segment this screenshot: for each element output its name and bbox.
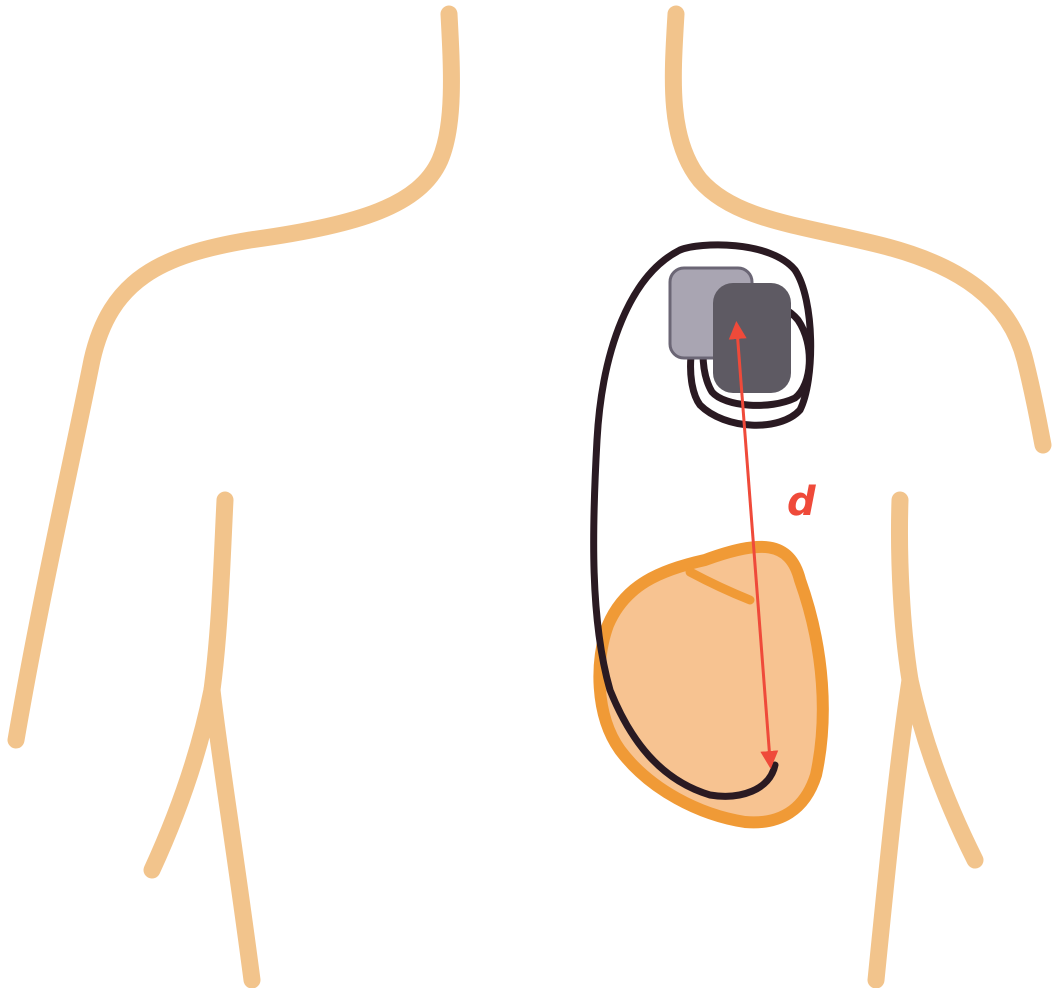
distance-label: d — [787, 479, 816, 525]
pacemaker-can — [713, 283, 791, 393]
